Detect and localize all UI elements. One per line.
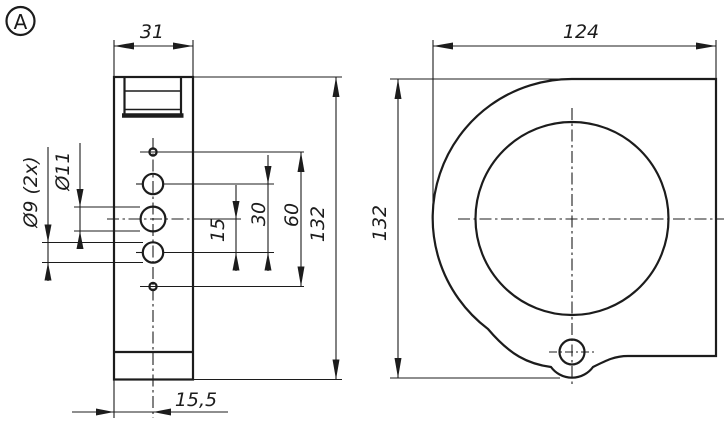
view-a-badge: A — [5, 5, 36, 37]
dim-height-132-right: 132 — [369, 79, 560, 379]
dim-text-31: 31 — [140, 21, 164, 43]
dim-text-60: 60 — [281, 203, 303, 227]
dim-text-132-right: 132 — [369, 205, 391, 241]
dim-text-30: 30 — [248, 202, 270, 226]
dim-text-o9-2x: Ø9 (2x) — [20, 156, 42, 228]
top-cap-detail — [122, 77, 184, 118]
dim-hole-o9: Ø9 (2x) — [20, 147, 52, 281]
view-a-circle — [5, 5, 36, 37]
dim-pitch-15: 15 — [207, 185, 240, 271]
left-view: 31 Ø11 Ø9 (2x) 15 30 — [20, 21, 342, 418]
right-view: 124 132 — [369, 21, 724, 387]
dim-text-15: 15 — [207, 218, 229, 242]
dim-width-31: 31 — [114, 21, 193, 50]
dim-pitch-60: 60 — [281, 152, 305, 287]
dim-text-155: 15,5 — [175, 389, 217, 411]
dim-text-124: 124 — [563, 21, 599, 43]
dim-text-132-left: 132 — [307, 206, 329, 242]
dim-hole-o11: Ø11 — [52, 143, 84, 249]
dim-base-offset-155: 15,5 — [72, 389, 228, 416]
view-a-label: A — [14, 10, 28, 34]
dim-text-o11: Ø11 — [52, 151, 74, 191]
dim-height-132-left: 132 — [307, 77, 340, 380]
dim-pitch-30: 30 — [248, 155, 272, 271]
plate-outline — [431, 77, 718, 379]
dim-width-124: 124 — [432, 21, 717, 219]
